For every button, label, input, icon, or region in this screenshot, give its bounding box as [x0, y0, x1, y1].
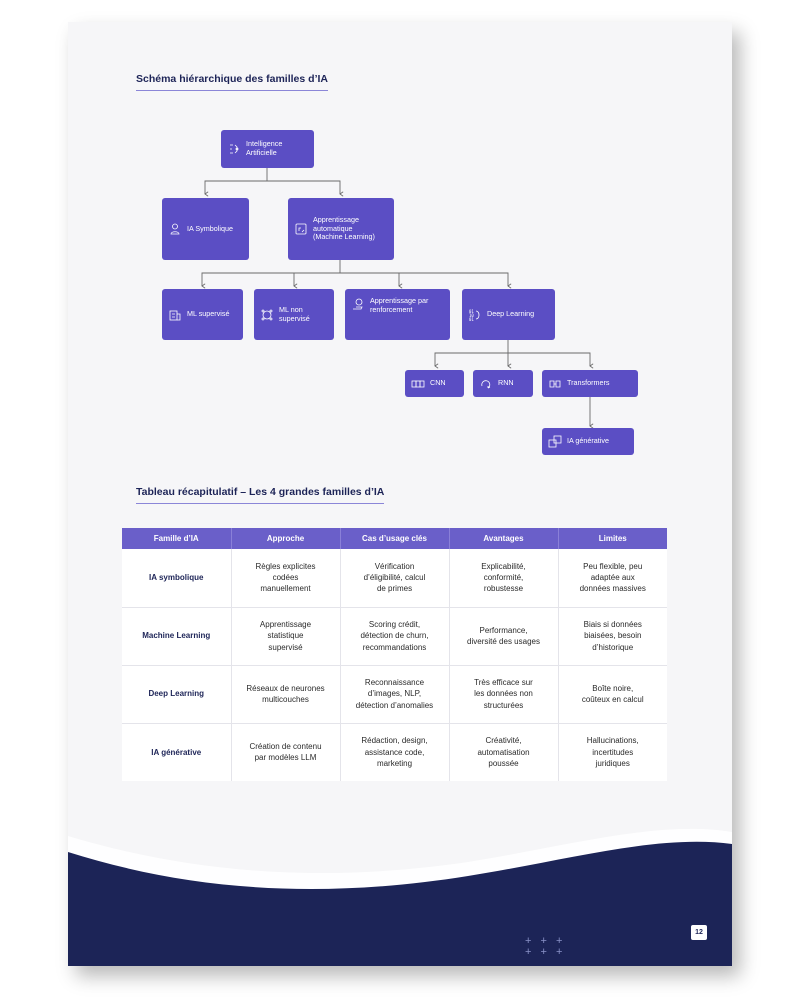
node-rnn: RNN: [473, 370, 533, 397]
generate-icon: [548, 435, 562, 449]
node-ia-symbolique: IA Symbolique: [162, 198, 249, 260]
footer-wave: [68, 828, 732, 966]
loop-icon: [479, 377, 493, 391]
table-cell: Très efficace sur les données non struct…: [449, 665, 559, 724]
diagram-connectors: [201, 168, 594, 429]
table-cell: Explicabilité, conformité, robustesse: [449, 549, 559, 608]
header-cas-usage: Cas d’usage clés: [340, 528, 450, 549]
table-row: IA symbolique Règles explicites codées m…: [122, 549, 667, 608]
table-cell-family: Machine Learning: [122, 607, 232, 666]
header-approche: Approche: [231, 528, 341, 549]
table-cell: Rédaction, design, assistance code, mark…: [340, 723, 450, 781]
node-apprentissage-renforcement: Apprentissage par renforcement: [345, 289, 450, 340]
hierarchy-diagram: Intelligence Artificielle IA Symbolique …: [68, 22, 732, 482]
node-machine-learning: Apprentissage automatique (Machine Learn…: [288, 198, 394, 260]
connector-ml-supervised: [201, 260, 341, 289]
connector-root-symbolic: [204, 168, 268, 197]
node-ml-non-supervise: ML non supervisé: [254, 289, 334, 340]
document-page: Schéma hiérarchique des familles d’IA: [68, 22, 732, 966]
cluster-icon: [260, 308, 274, 322]
table-cell: Scoring crédit, détection de churn, reco…: [340, 607, 450, 666]
summary-table: Famille d’IA Approche Cas d’usage clés A…: [122, 528, 667, 781]
plus-decoration: + + + + + +: [525, 935, 566, 958]
header-limites: Limites: [558, 528, 667, 549]
table-row: Deep Learning Réseaux de neurones multic…: [122, 665, 667, 724]
connector-deep-cnn: [434, 340, 509, 369]
table-row: Machine Learning Apprentissage statistiq…: [122, 607, 667, 666]
table-cell-family: Deep Learning: [122, 665, 232, 724]
table-cell: Hallucinations, incertitudes juridiques: [586, 736, 639, 768]
reward-icon: [351, 297, 365, 311]
table-section-title: Tableau récapitulatif – Les 4 grandes fa…: [136, 486, 385, 504]
brain-circuit-icon: [227, 142, 241, 156]
table-cell: Réseaux de neurones multicouches: [231, 665, 341, 724]
table-cell: Vérification d’éligibilité, calcul de pr…: [340, 549, 450, 608]
connector-ml-reinforcement: [340, 272, 403, 289]
table-cell-family: IA générative: [122, 723, 232, 781]
header-famille: Famille d’IA: [122, 528, 232, 549]
connector-deep-transformers: [508, 352, 594, 369]
table-cell: Biais si données biaisées, besoin d’hist…: [558, 607, 667, 666]
table-cell: Peu flexible, peu adaptée aux données ma…: [558, 549, 667, 608]
svg-text:10: 10: [469, 313, 474, 318]
table-cell: Création de contenu par modèles LLM: [231, 723, 341, 781]
diagram-section-title: Schéma hiérarchique des familles d’IA: [136, 73, 328, 91]
table-cell: Performance, diversité des usages: [449, 607, 559, 666]
transform-icon: [548, 377, 562, 391]
connector-root-ml: [267, 180, 344, 197]
dataset-icon: [168, 308, 182, 322]
table-header-row: Famille d’IA Approche Cas d’usage clés A…: [122, 528, 667, 549]
table-cell: Règles explicites codées manuellement: [231, 549, 341, 608]
table-cell: Reconnaissance d’images, NLP, détection …: [340, 665, 450, 724]
table-cell: Apprentissage statistique supervisé: [231, 607, 341, 666]
document-chart-icon: [294, 222, 308, 236]
table-row: IA générative Création de contenu par mo…: [122, 723, 667, 781]
person-icon: [168, 222, 182, 236]
node-cnn: CNN: [405, 370, 464, 397]
page-number: 12: [691, 925, 707, 940]
node-ml-supervise: ML supervisé: [162, 289, 243, 340]
node-ia-generative: IA générative: [542, 428, 634, 455]
table-cell: Boîte noire, coûteux en calcul: [558, 665, 667, 724]
connector-ml-deep: [399, 272, 512, 289]
node-transformers: Transformers: [542, 370, 638, 397]
table-cell: Créativité, automatisation poussée: [449, 723, 559, 781]
header-avantages: Avantages: [449, 528, 559, 549]
layers-icon: [411, 377, 425, 391]
table-cell-family: IA symbolique: [122, 549, 232, 608]
svg-text:01: 01: [469, 317, 474, 322]
svg-text:01: 01: [469, 309, 474, 314]
node-intelligence-artificielle: Intelligence Artificielle: [221, 130, 314, 168]
